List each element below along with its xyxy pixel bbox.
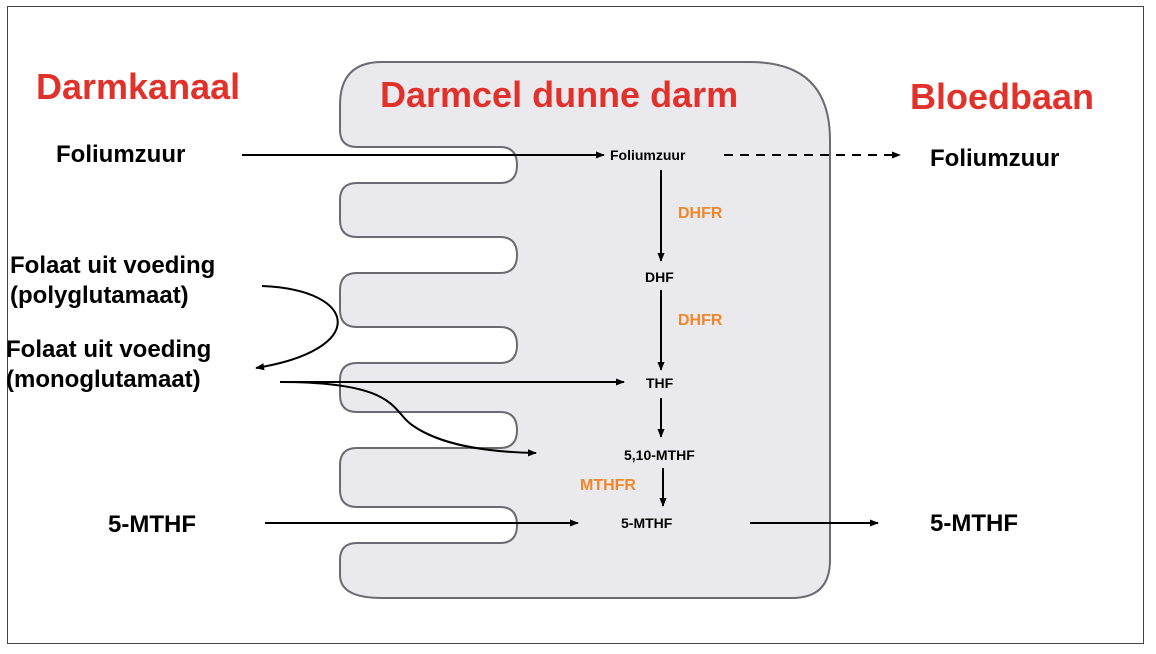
left-folate-mono-line1: Folaat uit voeding: [6, 336, 212, 363]
left-mthf-label: 5-MTHF: [108, 511, 196, 538]
right-mthf-label: 5-MTHF: [930, 510, 1018, 537]
arrow-mono-to-methylene-thf: [279, 381, 537, 457]
left-folate-mono-line2: (monoglutamaat): [6, 366, 201, 393]
cell-mthf-label: 5-MTHF: [621, 515, 673, 531]
cell-folic-acid-label: Foliumzuur: [610, 147, 686, 163]
header-intestinal-cell: Darmcel dunne darm: [380, 74, 739, 115]
left-folate-poly-line1: Folaat uit voeding: [10, 252, 216, 279]
header-intestinal-lumen: Darmkanaal: [36, 66, 241, 107]
header-bloodstream: Bloedbaan: [910, 76, 1095, 117]
cell-methylene-thf-label: 5,10-MTHF: [624, 447, 695, 463]
enzyme-dhfr-1: DHFR: [678, 205, 723, 222]
intestinal-cell-shape: [339, 61, 831, 599]
left-folic-acid-label: Foliumzuur: [56, 141, 186, 168]
right-folic-acid-label: Foliumzuur: [930, 145, 1060, 172]
diagram-frame: [7, 6, 1144, 644]
enzyme-mthfr: MTHFR: [580, 477, 636, 494]
arrow-poly-to-mono: [255, 285, 339, 371]
left-folate-poly-line2: (polyglutamaat): [10, 282, 189, 309]
cell-thf-label: THF: [646, 375, 674, 391]
enzyme-dhfr-2: DHFR: [678, 312, 723, 329]
cell-dhf-label: DHF: [645, 269, 674, 285]
